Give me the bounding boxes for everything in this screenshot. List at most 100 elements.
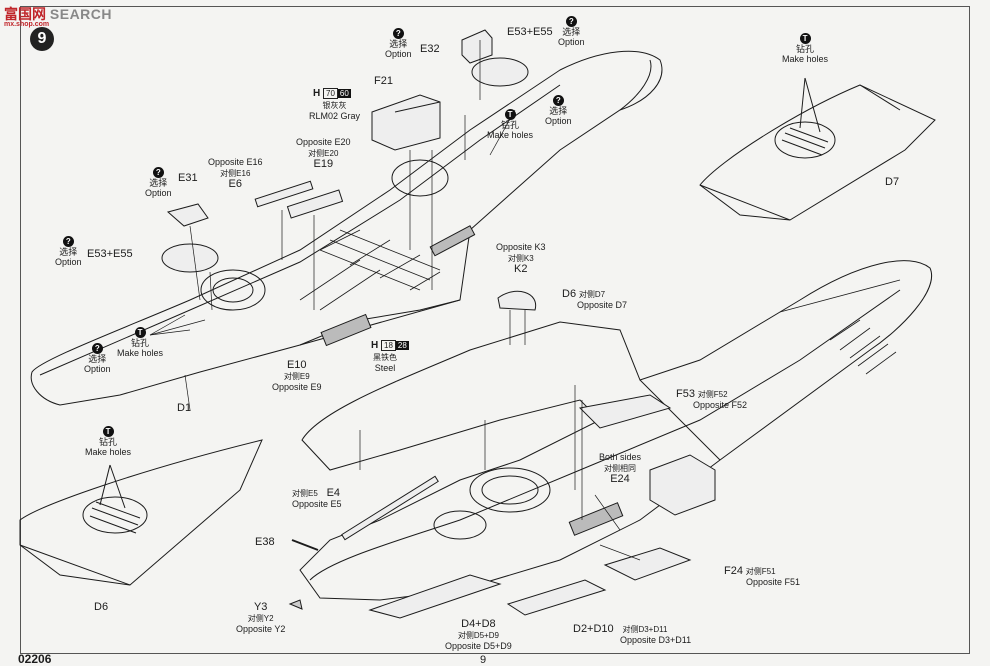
label-d7: D7 — [885, 176, 900, 188]
gun-pod-f21 — [371, 94, 441, 151]
option-en: Option — [84, 364, 111, 374]
e16-cn: 对侧E16 — [220, 169, 251, 178]
callout-lines — [149, 40, 516, 411]
label-e53-e55-top: E53+E55 — [507, 26, 553, 38]
e4-en: Opposite E5 — [292, 499, 342, 509]
strip-e19 — [286, 189, 344, 219]
option-cn: 选择 — [149, 178, 168, 188]
paint-h70-text: 银灰灰 RLM02 Gray — [309, 100, 360, 122]
label-e32: E32 — [420, 43, 440, 55]
option-en: Option — [55, 257, 82, 267]
page-code: 02206 — [18, 652, 52, 666]
label-f53: F53 对侧F52 Opposite F52 — [676, 389, 747, 411]
both-sides-en: Both sides — [599, 452, 642, 462]
option-icon: ? — [152, 167, 164, 178]
label-d6-main: D6 对侧D7 Opposite D7 — [562, 289, 627, 311]
e10-cn: 对侧E9 — [283, 372, 310, 381]
e20-en: Opposite E20 — [296, 137, 351, 147]
part-y3 — [288, 599, 303, 610]
panel-f53 — [578, 394, 672, 429]
box-e24 — [649, 454, 716, 516]
radiator-lower — [568, 502, 624, 536]
d4-d8-en: Opposite D5+D9 — [445, 641, 512, 651]
pin-e38 — [291, 539, 319, 551]
option-icon: ? — [552, 95, 564, 106]
f53-cn: 对侧F52 — [697, 390, 728, 399]
option-callout-mid: ? 选择 Option — [545, 95, 572, 126]
paint-en: RLM02 Gray — [309, 111, 361, 121]
label-f21: F21 — [374, 75, 393, 87]
drill-cn: 钻孔 — [99, 437, 118, 447]
both-sides-cn: 对侧相同 — [604, 464, 637, 473]
drill-cn: 钻孔 — [131, 338, 150, 348]
e4-cn: 对侧E5 — [292, 489, 318, 498]
k2-en: Opposite K3 — [496, 242, 546, 252]
paint-cn: 银灰灰 — [322, 101, 347, 110]
e16-en: Opposite E16 — [208, 157, 263, 167]
drill-callout-left: T 钻孔 Make holes — [117, 327, 163, 358]
drill-en: Make holes — [487, 130, 534, 140]
left-wing-outline — [30, 50, 663, 406]
flap-d2-d10 — [506, 579, 607, 616]
label-k2: Opposite K3 对侧K3 K2 — [496, 242, 546, 275]
left-wing-leading-edge — [39, 84, 561, 376]
strip-e6 — [254, 180, 314, 208]
label-e10: E10 对侧E9 Opposite E9 — [272, 360, 322, 393]
option-en: Option — [145, 188, 172, 198]
label-d1: D1 — [177, 402, 192, 414]
option-callout-e31: ? 选择 Option — [145, 167, 172, 198]
wing-detail-d6 — [19, 439, 263, 586]
option-callout-e32: ? 选择 Option — [385, 28, 412, 59]
part-e32 — [461, 29, 493, 64]
d4-d8-cn: 对侧D5+D9 — [457, 631, 499, 640]
radiator-grille-upper — [429, 225, 476, 257]
drill-cn: 钻孔 — [796, 44, 815, 54]
label-y3: Y3 对侧Y2 Opposite Y2 — [236, 602, 285, 635]
f24-en: Opposite F51 — [746, 577, 801, 587]
option-en: Option — [558, 37, 585, 47]
y3-en: Opposite Y2 — [236, 624, 286, 634]
wheel-well-left — [200, 269, 266, 311]
d6-en: Opposite D7 — [577, 300, 628, 310]
drill-en: Make holes — [782, 54, 829, 64]
flap-d4-d8 — [368, 574, 502, 619]
drill-callout-d6: T 钻孔 Make holes — [85, 426, 131, 457]
wheel-well-right — [469, 467, 551, 513]
drill-en: Make holes — [117, 348, 164, 358]
drill-callout-d7: T 钻孔 Make holes — [782, 33, 828, 64]
d2-d10-en: Opposite D3+D11 — [620, 635, 692, 645]
watermark-logo: 富国网 SEARCH mx.shop.com — [4, 4, 112, 28]
part-e31 — [166, 203, 209, 227]
option-callout-left: ? 选择 Option — [55, 236, 82, 267]
paint-num2: 60 — [337, 89, 351, 98]
f24-pn: F24 — [724, 565, 743, 577]
option-icon: ? — [565, 16, 577, 27]
paint-en: Steel — [374, 363, 396, 373]
y3-cn: 对侧Y2 — [247, 614, 274, 623]
radiator-grille — [320, 313, 372, 347]
paint-letter: H — [371, 340, 379, 351]
option-icon: ? — [392, 28, 404, 39]
right-wing-outline — [299, 260, 933, 601]
e20-cn: 对侧E20 — [308, 149, 339, 158]
paint-num1: 18 — [381, 340, 396, 351]
d6-cn: 对侧D7 — [578, 290, 606, 299]
paint-cn: 黑铁色 — [373, 353, 397, 362]
paint-h18-text: 黑铁色 Steel — [373, 352, 397, 374]
paint-num2: 28 — [395, 341, 409, 350]
f53-en: Opposite F52 — [693, 400, 748, 410]
drill-icon: T — [134, 327, 146, 338]
label-e31: E31 — [178, 172, 198, 184]
paint-letter: H — [313, 88, 321, 99]
option-cn: 选择 — [562, 27, 581, 37]
hole-ring-d7 — [774, 121, 836, 159]
label-d6-left: D6 — [94, 601, 109, 613]
label-both-sides: Both sides 对侧相同 E24 — [599, 452, 641, 485]
right-wing-trailing — [639, 379, 721, 461]
f24-cn: 对侧F51 — [745, 567, 776, 576]
hole-ring-d6 — [82, 496, 148, 534]
disc-e53-left — [161, 243, 219, 273]
right-wing-flap-lines — [779, 279, 901, 375]
left-wing-flap-edge — [619, 59, 652, 111]
